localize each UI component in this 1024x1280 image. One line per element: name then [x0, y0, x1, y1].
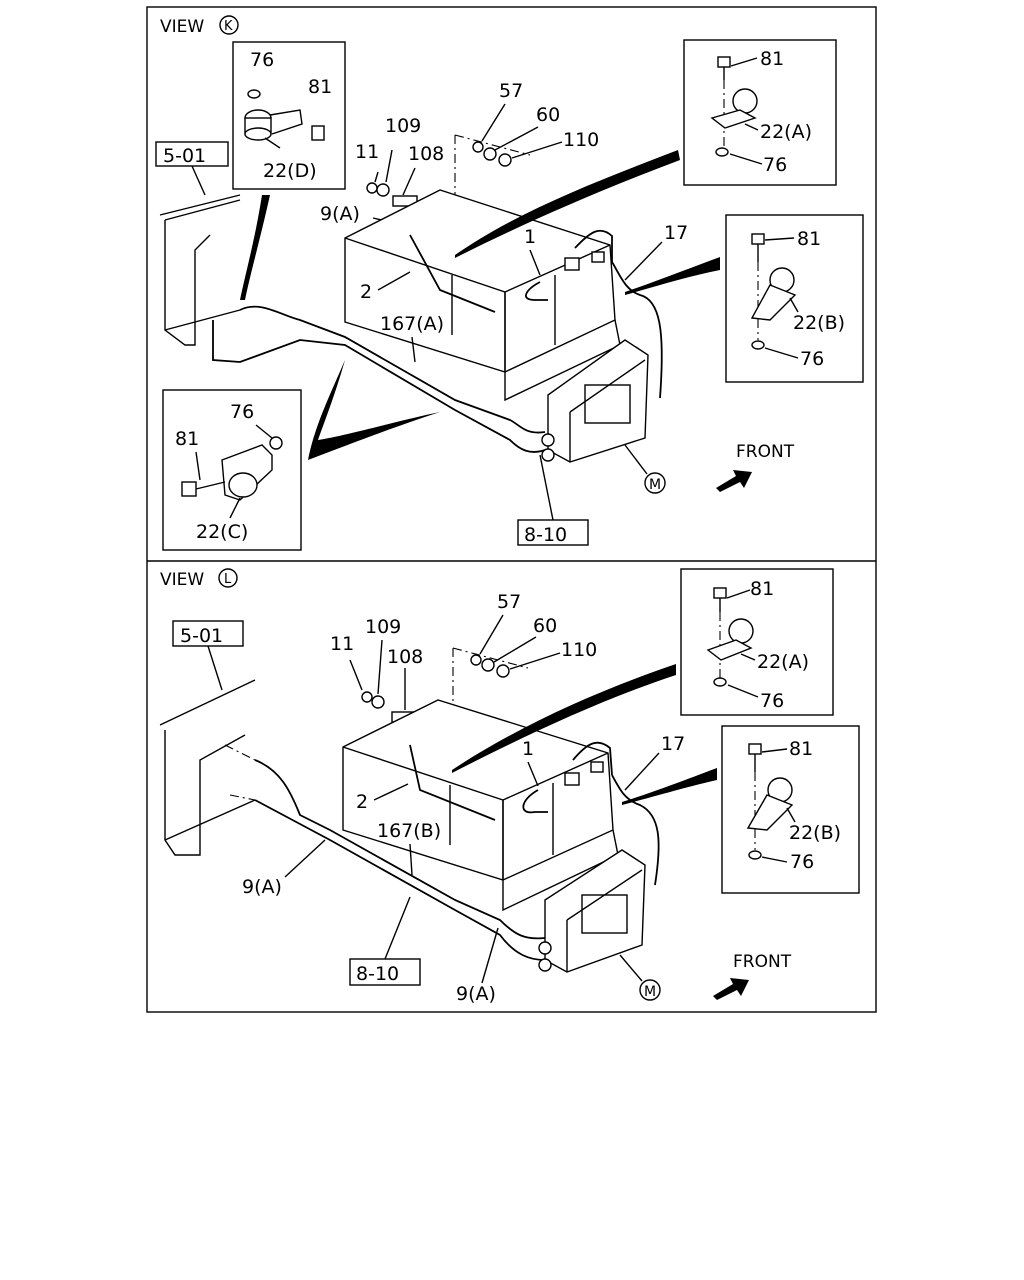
control-module-icon	[541, 339, 649, 463]
detail-box-22a	[680, 568, 834, 716]
view-letter-circle	[219, 15, 239, 35]
battery-icon	[342, 699, 619, 912]
leader-wedge	[452, 664, 676, 773]
cable-harness	[254, 744, 660, 961]
panel-view-l: VIEW L 5-01 11 109 108 57 60 110	[159, 568, 860, 1005]
leader-wedge	[455, 150, 680, 258]
callout-110: 110	[563, 129, 599, 151]
front-label: FRONT	[736, 442, 795, 462]
callout-11: 11	[355, 141, 379, 163]
detail-box-22b	[721, 725, 860, 894]
callout-17: 17	[661, 733, 685, 755]
ref-box-bottom-label: 8-10	[524, 524, 567, 546]
callout-81: 81	[308, 76, 332, 98]
callout-1: 1	[524, 226, 536, 248]
view-letter: K	[224, 19, 233, 34]
clamp-22c-icon	[181, 424, 283, 519]
cable-harness	[212, 234, 663, 453]
frame-rail	[159, 679, 256, 856]
callout-2: 2	[360, 281, 372, 303]
callout-167b: 167(B)	[377, 820, 441, 842]
callout-76: 76	[250, 49, 274, 71]
callout-81: 81	[175, 428, 199, 450]
clamp-22b-icon	[750, 233, 799, 359]
clamp-22b-icon	[746, 743, 796, 863]
control-module-icon	[538, 849, 646, 973]
callout-22a: 22(A)	[760, 121, 812, 143]
callout-22d: 22(D)	[263, 160, 317, 182]
callout-81: 81	[797, 228, 821, 250]
callout-9a: 9(A)	[320, 203, 360, 225]
callout-57: 57	[497, 591, 521, 613]
detail-box-22c	[162, 389, 302, 551]
callout-1: 1	[522, 738, 534, 760]
callout-m: M	[649, 477, 661, 493]
diagram-frame	[146, 6, 877, 1013]
callout-9a: 9(A)	[242, 876, 282, 898]
front-arrow-icon	[716, 470, 752, 492]
view-title: VIEW	[160, 17, 204, 37]
detail-box-22a	[683, 39, 837, 186]
leader-wedge	[622, 768, 717, 805]
clamp-22a-icon	[710, 56, 763, 165]
view-letter: L	[224, 572, 232, 587]
callout-81: 81	[750, 578, 774, 600]
callout-167a: 167(A)	[380, 313, 444, 335]
callout-m-circle	[639, 979, 661, 1001]
front-label: FRONT	[733, 952, 792, 972]
front-arrow-icon	[713, 978, 749, 1000]
battery-icon	[344, 189, 621, 402]
ref-box-top-label: 5-01	[180, 625, 223, 647]
detail-box-22d	[232, 41, 346, 190]
callout-76: 76	[790, 851, 814, 873]
detail-box-22b	[725, 214, 864, 383]
callout-76: 76	[800, 348, 824, 370]
leader-wedge	[240, 195, 270, 300]
callout-81: 81	[789, 738, 813, 760]
callout-108: 108	[408, 143, 444, 165]
callout-57: 57	[499, 80, 523, 102]
callout-2: 2	[356, 791, 368, 813]
frame-rail	[159, 194, 241, 346]
callout-109: 109	[385, 115, 421, 137]
callout-108: 108	[387, 646, 423, 668]
callout-9a: 9(A)	[456, 983, 496, 1005]
callout-m: M	[644, 984, 656, 1000]
leader-wedge	[625, 257, 720, 295]
callout-22b: 22(B)	[789, 822, 841, 844]
callout-11: 11	[330, 633, 354, 655]
callout-110: 110	[561, 639, 597, 661]
view-title: VIEW	[160, 570, 204, 590]
terminal-nut-icon	[452, 614, 561, 750]
callout-60: 60	[533, 615, 557, 637]
clamp-22d-icon	[244, 89, 325, 149]
callout-76: 76	[763, 154, 787, 176]
callout-76: 76	[760, 690, 784, 712]
callout-22a: 22(A)	[757, 651, 809, 673]
ref-box-top-label: 5-01	[163, 145, 206, 167]
callout-17: 17	[664, 222, 688, 244]
callout-22b: 22(B)	[793, 312, 845, 334]
view-letter-circle	[218, 568, 238, 588]
callout-109: 109	[365, 616, 401, 638]
ref-box-bottom-label: 8-10	[356, 963, 399, 985]
panel-view-k: VIEW K 5-01 76 81 22(D) 109 11 108 9(A)	[155, 15, 864, 551]
callout-22c: 22(C)	[196, 521, 248, 543]
callout-m-circle	[644, 472, 666, 494]
leader-wedge	[308, 360, 440, 460]
callout-81: 81	[760, 48, 784, 70]
callout-60: 60	[536, 104, 560, 126]
callout-76: 76	[230, 401, 254, 423]
clamp-22a-icon	[706, 587, 759, 698]
